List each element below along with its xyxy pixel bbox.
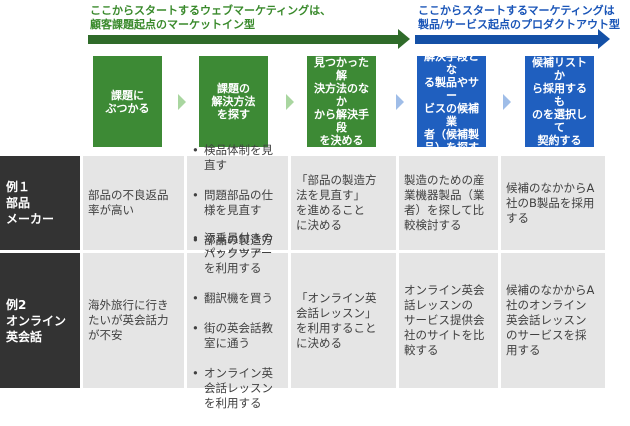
row-label-example-1: 例１ 部品 メーカー [0, 156, 80, 250]
row2-methods-cell: 添乗員付きの パックツアー を利用する 翻訳機を買う 街の英会話教 室に通う オ… [187, 231, 288, 410]
row2-search-cell: オンライン英会 話レッスンの サービス提供会 社のサイトを比 較する [399, 253, 498, 388]
row1-contract-cell: 候補のなかからA 社のB製品を採用 する [501, 156, 605, 250]
chevron-right-icon [286, 94, 294, 110]
row1-decision-text: 「部品の製造方 法を見直す」 を進めること に決める [296, 173, 377, 232]
list-item: 検品体制を見 直す [192, 143, 273, 173]
chevron-right-icon [396, 94, 404, 110]
row1-contract-text: 候補のなかからA 社のB製品を採用 する [506, 180, 595, 225]
row2-contract-cell: 候補のなかからA 社のオンライン 英会話レッスン のサービスを採 用する [501, 253, 605, 388]
step-4-box: 解決手段とな る製品やサー ビスの候補業 者（候補製 品）を探す [417, 50, 486, 154]
row2-problem-cell: 海外旅行に行き たいが英会話力 が不安 [83, 253, 184, 388]
chevron-right-icon [178, 94, 186, 110]
market-in-arrow-bar [88, 35, 400, 44]
list-item: 問題部品の仕 様を見直す [192, 188, 273, 218]
step-5-box: 候補リストか ら採用するも のを選択して 契約する [525, 56, 594, 147]
product-out-note: ここからスタートするマーケティングは 製品/サービス起点のプロダクトアウト型 [418, 4, 621, 31]
step-3-box: 見つかった解 決方法のなか から解決手段 を決める [307, 56, 376, 147]
row2-search-text: オンライン英会 話レッスンの サービス提供会 社のサイトを比 較する [404, 283, 485, 357]
row2-contract-text: 候補のなかからA 社のオンライン 英会話レッスン のサービスを採 用する [506, 283, 595, 357]
row1-problem-cell: 部品の不良返品 率が高い [83, 156, 184, 250]
row1-search-text: 製造のための産 業機器製品（業 者）を探して比 較検討する [404, 173, 485, 232]
row1-problem-text: 部品の不良返品 率が高い [88, 188, 169, 217]
row2-methods-list: 添乗員付きの パックツアー を利用する 翻訳機を買う 街の英会話教 室に通う オ… [192, 216, 273, 426]
product-out-arrow-bar [415, 35, 600, 44]
row2-decision-text: 「オンライン英 会話レッスン」 を利用すること に決める [296, 290, 377, 350]
list-item: 添乗員付きの パックツアー を利用する [192, 231, 273, 276]
list-item: 翻訳機を買う [192, 291, 273, 306]
product-out-arrow-head [598, 29, 610, 49]
list-item: 街の英会話教 室に通う [192, 321, 273, 351]
market-in-note: ここからスタートするウェブマーケティングは、 顧客課題起点のマーケットイン型 [90, 4, 332, 31]
step-2-box: 課題の 解決方法 を探す [199, 56, 268, 147]
row-label-example-2: 例2 オンライン 英会話 [0, 253, 80, 388]
row2-problem-text: 海外旅行に行き たいが英会話力 が不安 [88, 298, 169, 342]
row2-decision-cell: 「オンライン英 会話レッスン」 を利用すること に決める [291, 253, 396, 388]
chevron-right-icon [503, 94, 511, 110]
step-1-box: 課題に ぶつかる [93, 56, 162, 147]
list-item: オンライン英 会話レッスン を利用する [192, 366, 273, 411]
row1-decision-cell: 「部品の製造方 法を見直す」 を進めること に決める [291, 156, 396, 250]
row1-search-cell: 製造のための産 業機器製品（業 者）を探して比 較検討する [399, 156, 498, 250]
market-in-arrow-head [398, 29, 410, 49]
